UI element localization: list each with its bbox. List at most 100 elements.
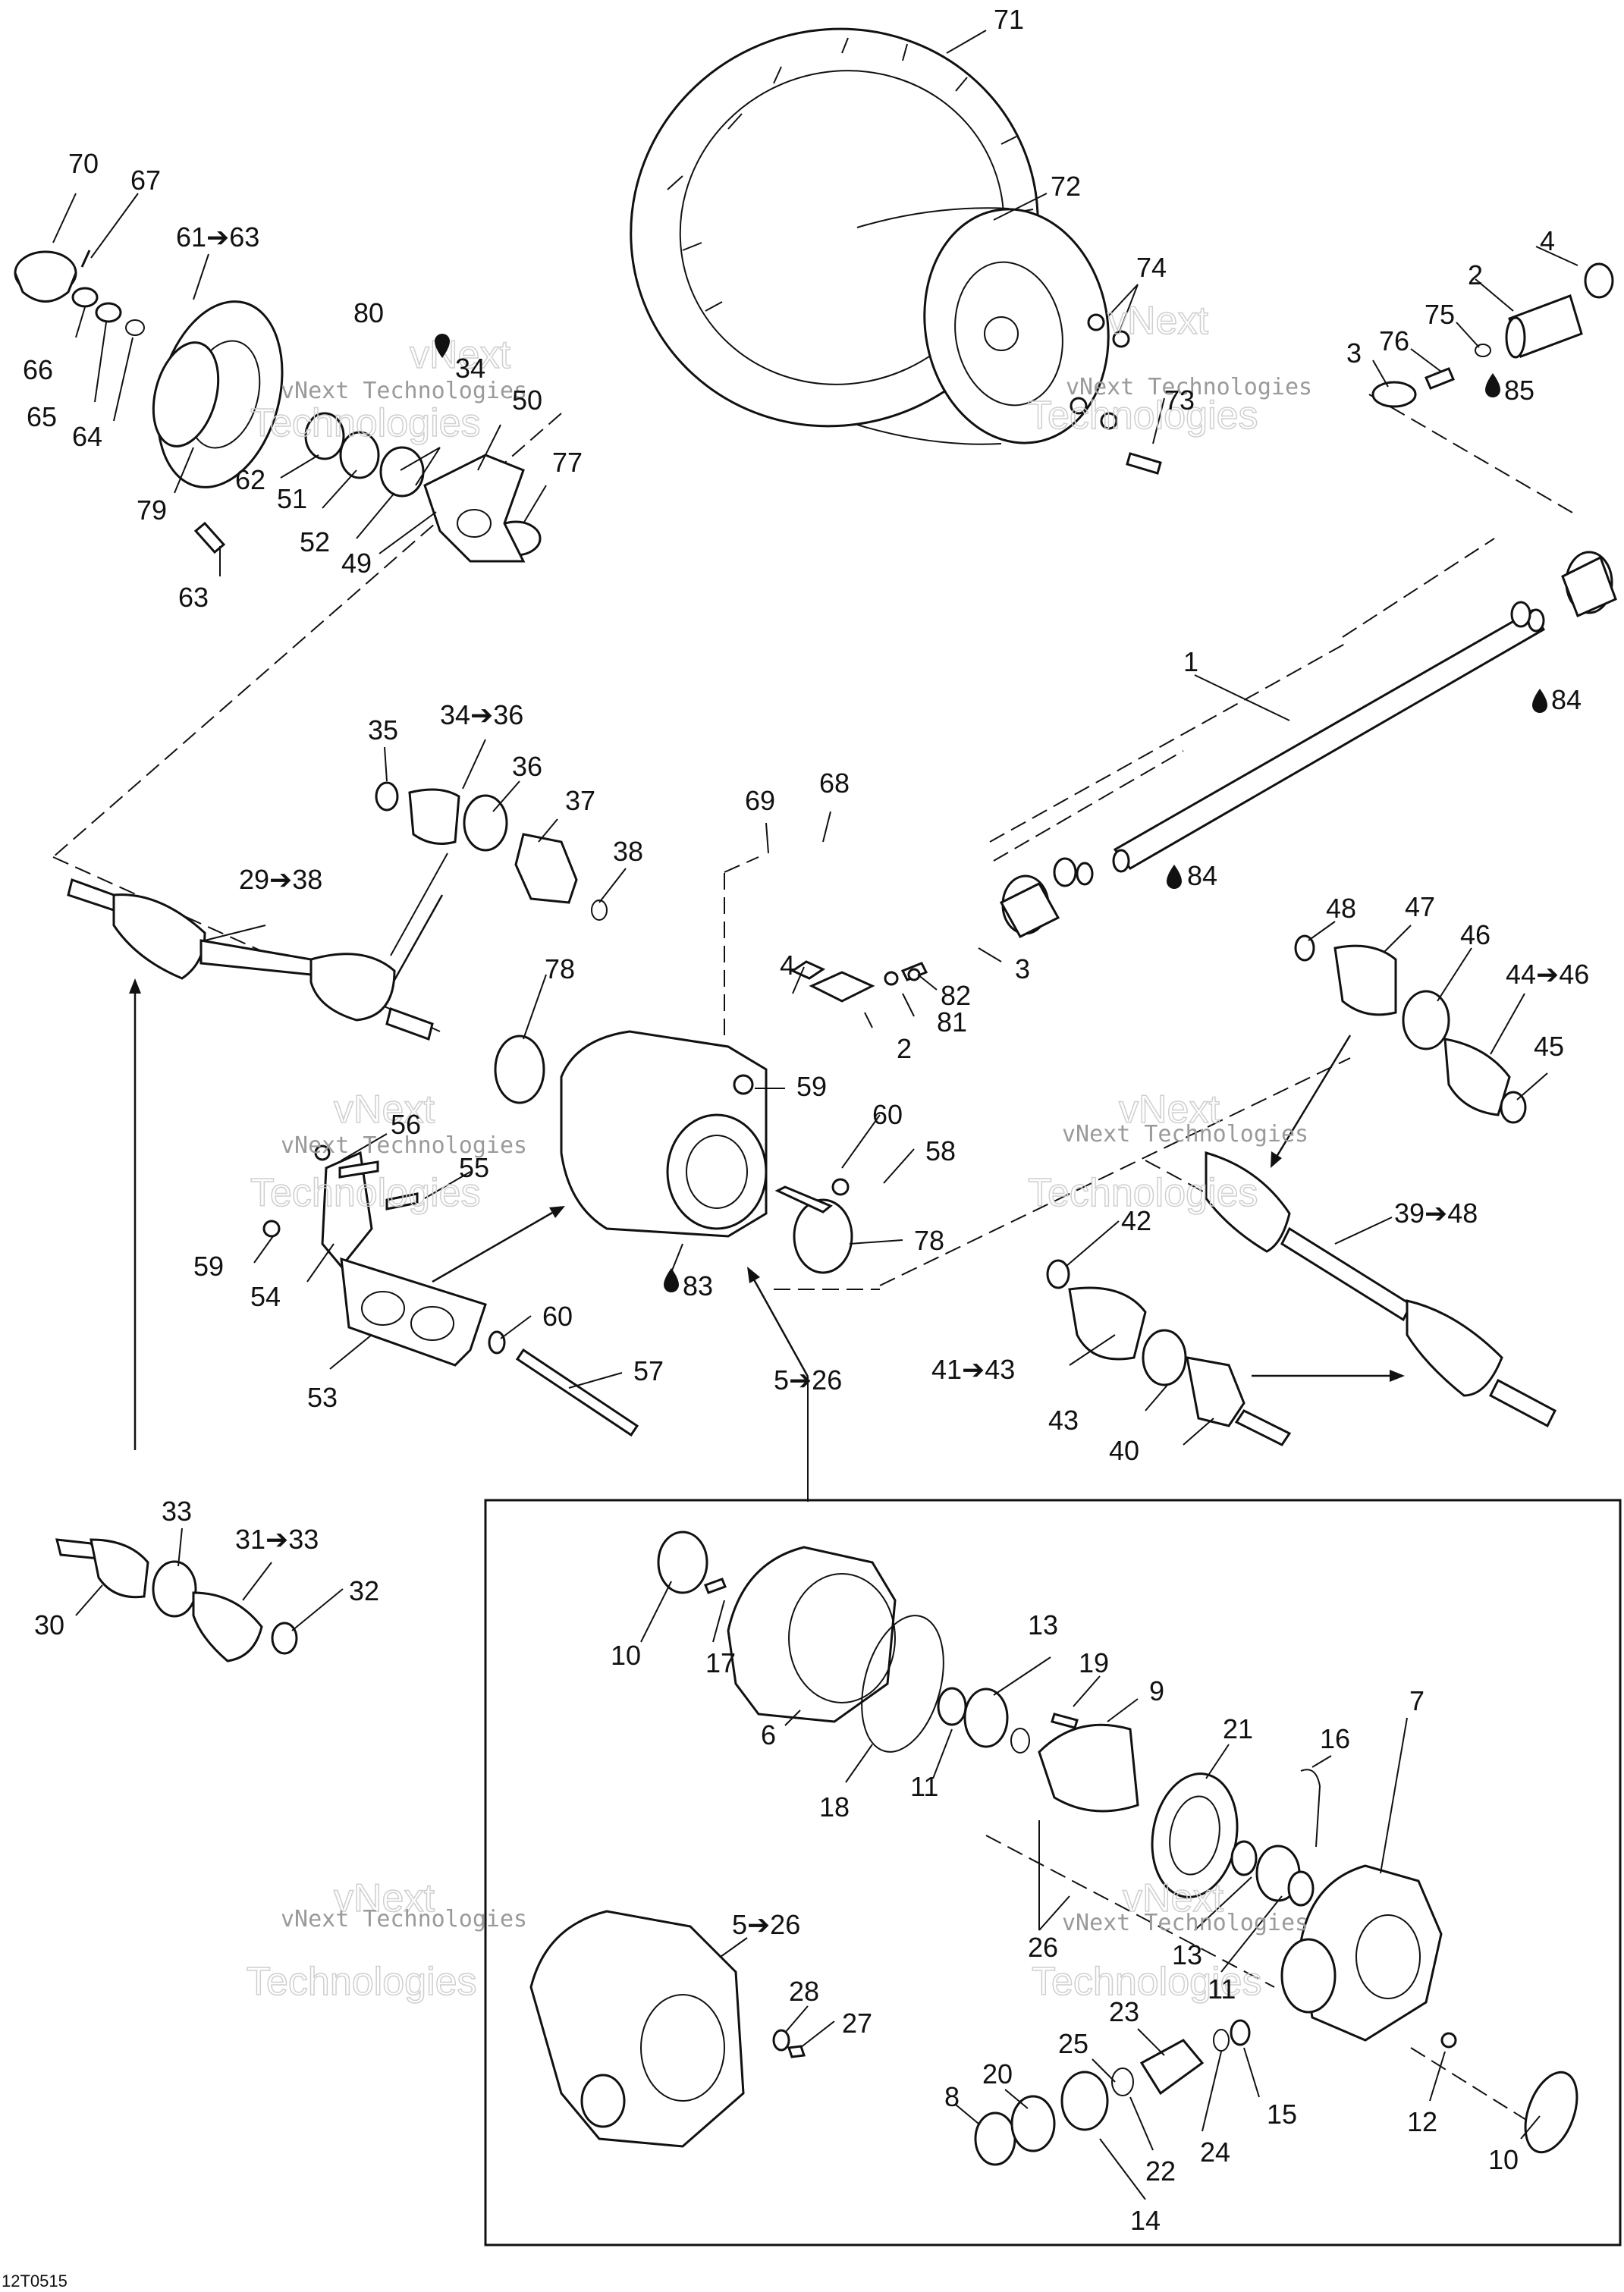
callout-41-43: 41➔43 — [931, 1354, 1015, 1385]
watermark-big-4: Technologies — [1028, 394, 1258, 438]
callout-60-lower: 60 — [542, 1301, 573, 1332]
callout-30: 30 — [34, 1609, 64, 1641]
callout-6: 6 — [761, 1719, 776, 1750]
callout-5-26-detail: 5➔26 — [732, 1909, 800, 1940]
callout-35: 35 — [368, 714, 398, 746]
callout-31-33: 31➔33 — [235, 1524, 319, 1555]
bearing-cap-70 — [14, 250, 77, 303]
callout-52: 52 — [300, 526, 330, 557]
callout-77: 77 — [552, 447, 583, 478]
callout-4-top: 4 — [1540, 225, 1555, 256]
callout-81: 81 — [937, 1006, 967, 1038]
callout-5-26-main: 5➔26 — [774, 1364, 842, 1396]
callout-18: 18 — [819, 1791, 850, 1823]
callout-72: 72 — [1051, 171, 1081, 202]
watermark-mono-5: vNext Technologies — [281, 1906, 527, 1933]
callout-25: 25 — [1058, 2028, 1088, 2059]
drop-icon-85 — [1485, 373, 1500, 397]
callout-39-48: 39➔48 — [1394, 1198, 1478, 1229]
callout-10-left: 10 — [611, 1640, 641, 1671]
hub-disc-79 — [152, 300, 284, 488]
callout-4-mid: 4 — [780, 950, 795, 981]
callout-54: 54 — [250, 1281, 281, 1312]
callout-42: 42 — [1121, 1205, 1151, 1236]
watermark-mono-4: vNext Technologies — [1062, 1121, 1308, 1148]
callout-76: 76 — [1379, 325, 1409, 356]
figure-reference: 12T0515 — [2, 2272, 68, 2290]
watermark-big-11: vNext — [1123, 1876, 1223, 1920]
lubricant-drop-icons — [435, 334, 1547, 1292]
watermarks: vNext Technologies vNext Technologies vN… — [246, 298, 1312, 2005]
callout-78-upper: 78 — [545, 953, 575, 984]
callout-13-upper: 13 — [1028, 1609, 1058, 1641]
detail-assembled-diff-5-26 — [529, 1910, 806, 2148]
leader-lines — [52, 30, 1578, 2200]
watermark-mono-1: vNext Technologies — [281, 378, 527, 404]
coupler-top-right — [1371, 262, 1614, 408]
callout-34: 34 — [455, 353, 485, 384]
driveshaft-1 — [999, 551, 1617, 938]
callout-1: 1 — [1183, 646, 1198, 677]
callout-73: 73 — [1164, 385, 1195, 416]
wheel-nuts-74 — [1070, 313, 1130, 430]
callout-59-right: 59 — [796, 1071, 827, 1102]
watermark-big-2: Technologies — [250, 401, 481, 445]
left-axle-assembly — [67, 781, 608, 1041]
callout-80: 80 — [353, 297, 384, 328]
callout-65: 65 — [27, 401, 57, 432]
callout-21: 21 — [1223, 1713, 1253, 1744]
callout-70: 70 — [68, 148, 99, 179]
watermark-big-8: Technologies — [1028, 1171, 1258, 1215]
callout-23: 23 — [1109, 1996, 1139, 2027]
callout-22: 22 — [1145, 2155, 1176, 2187]
callout-66: 66 — [23, 354, 53, 385]
callout-83: 83 — [683, 1270, 713, 1301]
callout-82: 82 — [941, 980, 971, 1011]
callout-50: 50 — [512, 385, 542, 416]
callout-43: 43 — [1048, 1405, 1079, 1436]
callout-58: 58 — [925, 1135, 956, 1166]
callout-62: 62 — [235, 464, 265, 495]
callout-85: 85 — [1504, 375, 1534, 406]
callout-75: 75 — [1425, 299, 1455, 330]
wheel-stud-73 — [1126, 452, 1162, 475]
callout-53: 53 — [307, 1382, 338, 1413]
callout-63: 63 — [178, 582, 209, 613]
callout-60-upper: 60 — [872, 1099, 903, 1130]
detail-pinion-parts — [974, 2019, 1251, 2166]
detail-housing-6 — [657, 1531, 897, 1723]
callout-3-mid: 3 — [1015, 953, 1030, 984]
callout-16: 16 — [1320, 1723, 1350, 1754]
detail-housing-7 — [1280, 1864, 1578, 2154]
callout-61-63: 61➔63 — [176, 221, 259, 253]
wheel-rim-72 — [856, 207, 1110, 445]
watermark-big-10: Technologies — [247, 1960, 477, 2004]
callout-labels: 71 72 74 73 4 2 75 76 3 85 70 67 61➔63 8… — [23, 4, 1589, 2236]
callout-69: 69 — [745, 785, 775, 816]
callout-79: 79 — [137, 495, 167, 526]
callout-24: 24 — [1200, 2137, 1230, 2168]
knuckle-50 — [423, 454, 526, 563]
callout-64: 64 — [72, 421, 102, 452]
watermark-big-9: vNext — [334, 1876, 435, 1920]
callout-34-36: 34➔36 — [440, 699, 523, 730]
callout-3-top: 3 — [1346, 338, 1362, 369]
right-axle-assembly — [1046, 934, 1556, 1446]
callout-11-left: 11 — [910, 1771, 938, 1802]
callout-71: 71 — [994, 4, 1024, 35]
callout-55: 55 — [459, 1152, 489, 1183]
watermark-mono-3: vNext Technologies — [281, 1132, 527, 1159]
callout-27: 27 — [842, 2008, 872, 2039]
callout-2-mid: 2 — [897, 1033, 912, 1064]
callout-38: 38 — [613, 836, 643, 867]
callout-32: 32 — [349, 1575, 379, 1606]
lower-left-axle-assembly — [55, 1538, 298, 1662]
callout-45: 45 — [1534, 1031, 1564, 1062]
watermark-big-12: Technologies — [1032, 1960, 1262, 2004]
callout-37: 37 — [565, 785, 595, 816]
callout-11-right: 11 — [1208, 1973, 1236, 2005]
callout-14: 14 — [1130, 2205, 1161, 2236]
drop-icon-84-upper — [1532, 689, 1547, 713]
callout-8: 8 — [944, 2081, 960, 2112]
callout-13-lower: 13 — [1172, 1939, 1202, 1970]
